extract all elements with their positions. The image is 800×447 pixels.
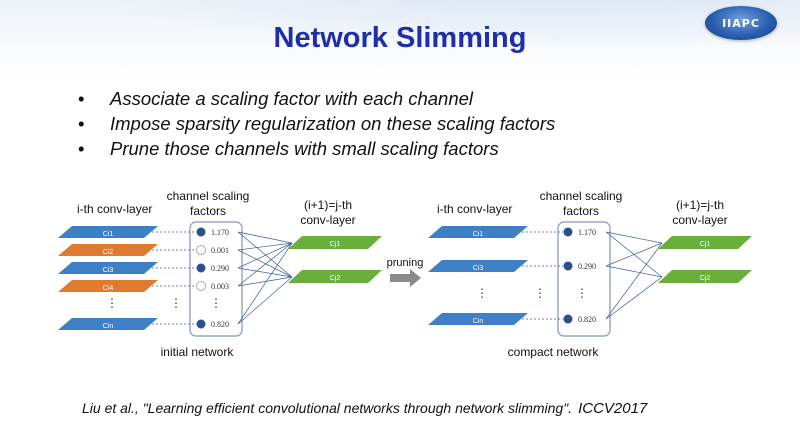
initial-fanout-lines — [237, 231, 293, 325]
compact-output-label: Cj2 — [700, 275, 711, 282]
compact-box-ellipsis: ⋮ — [576, 286, 588, 300]
bullet-marker: • — [78, 113, 85, 134]
compact-channel-1 — [428, 226, 528, 238]
initial-factor-value: 0.290 — [211, 264, 229, 273]
initial-middle-header-line1: channel scaling — [167, 189, 250, 203]
bullet-text: Impose sparsity regularization on these … — [110, 113, 556, 134]
bullet-marker: • — [78, 138, 85, 159]
header-background — [0, 0, 800, 60]
compact-factor-dot — [563, 314, 573, 324]
compact-factor-value: 0.820 — [578, 315, 596, 324]
compact-channel-label: Cin — [473, 318, 484, 325]
initial-output-channel-2 — [288, 270, 382, 283]
compact-output-channel-1 — [658, 236, 752, 249]
compact-middle-header-line2: factors — [563, 204, 599, 218]
bullet-text: Associate a scaling factor with each cha… — [110, 88, 474, 109]
bullet-list: • Associate a scaling factor with each ch… — [78, 86, 555, 161]
bullet-text: Prune those channels with small scaling … — [110, 138, 499, 159]
citation-venue: ICCV2017 — [578, 400, 648, 417]
compact-left-ellipsis: ⋮ — [476, 286, 488, 300]
initial-factor-dot — [196, 227, 206, 237]
compact-channel-label: Ci1 — [473, 231, 484, 238]
initial-channel-1 — [58, 226, 158, 238]
initial-factor-dot — [196, 319, 206, 329]
initial-channel-label: Ci4 — [103, 285, 114, 292]
bullet-item: • Impose sparsity regularization on these… — [78, 111, 555, 136]
pruning-arrow: pruning — [387, 257, 424, 287]
initial-channel-2 — [58, 244, 158, 256]
initial-factor-value: 0.820 — [211, 320, 229, 329]
pruning-arrow-shape — [390, 269, 421, 287]
compact-factor-value: 1.170 — [578, 228, 596, 237]
compact-fanout-lines — [605, 231, 663, 320]
citation-text: Liu et al., "Learning efficient convolut… — [82, 400, 573, 416]
bullet-item: • Associate a scaling factor with each ch… — [78, 86, 555, 111]
network-slimming-diagram: i-th conv-layer channel scaling factors … — [58, 189, 752, 359]
compact-factor-dot — [563, 227, 573, 237]
initial-channel-4 — [58, 280, 158, 292]
compact-network-caption: compact network — [508, 345, 600, 359]
initial-output-label: Cj2 — [330, 275, 341, 282]
bullet-marker: • — [78, 88, 85, 109]
initial-network: i-th conv-layer channel scaling factors … — [58, 189, 382, 359]
slide-title: Network Slimming — [273, 22, 527, 54]
initial-factor-value: 0.003 — [211, 282, 229, 291]
compact-channel-label: Ci3 — [473, 265, 484, 272]
initial-left-ellipsis: ⋮ — [106, 296, 118, 310]
initial-channel-3 — [58, 262, 158, 274]
initial-channel-label: Ci2 — [103, 249, 114, 256]
conference-logo: IIAPC — [705, 6, 777, 40]
compact-factor-dot — [563, 261, 573, 271]
bullet-item: • Prune those channels with small scaling… — [78, 136, 555, 161]
initial-network-caption: initial network — [161, 345, 235, 359]
compact-output-channel-2 — [658, 270, 752, 283]
initial-left-header: i-th conv-layer — [77, 202, 152, 216]
compact-left-header: i-th conv-layer — [437, 202, 512, 216]
initial-channel-label: Ci3 — [103, 267, 114, 274]
initial-middle-header-line2: factors — [190, 204, 226, 218]
compact-output-label: Cj1 — [700, 241, 711, 248]
initial-channel-n — [58, 318, 158, 330]
initial-output-label: Cj1 — [330, 241, 341, 248]
compact-mid-ellipsis: ⋮ — [534, 286, 546, 300]
compact-middle-header-line1: channel scaling — [540, 189, 623, 203]
pruning-label: pruning — [387, 257, 424, 269]
compact-channel-connectors — [522, 231, 563, 320]
compact-factor-box — [557, 221, 611, 337]
compact-channel-3 — [428, 260, 528, 272]
initial-factor-box — [189, 221, 243, 337]
initial-factor-dot-pruned — [196, 281, 206, 291]
initial-box-ellipsis: ⋮ — [210, 296, 222, 310]
citation: Liu et al., "Learning efficient convolut… — [82, 400, 647, 417]
initial-output-channel-1 — [288, 236, 382, 249]
compact-network: i-th conv-layer channel scaling factors … — [428, 189, 752, 359]
initial-factor-value: 1.170 — [211, 228, 229, 237]
compact-channel-n — [428, 313, 528, 325]
compact-right-header-line1: (i+1)=j-th — [676, 198, 724, 212]
initial-mid-ellipsis: ⋮ — [170, 296, 182, 310]
logo-text: IIAPC — [722, 16, 760, 30]
compact-right-header-line2: conv-layer — [672, 213, 727, 227]
initial-right-header-line1: (i+1)=j-th — [304, 198, 352, 212]
compact-factor-value: 0.290 — [578, 262, 596, 271]
initial-channel-label: Cin — [103, 323, 114, 330]
initial-factor-value: 0.001 — [211, 246, 229, 255]
initial-right-header-line2: conv-layer — [300, 213, 355, 227]
initial-factor-dot — [196, 263, 206, 273]
initial-factor-dot-pruned — [196, 245, 206, 255]
initial-channel-label: Ci1 — [103, 231, 114, 238]
initial-channel-connectors — [152, 231, 196, 325]
